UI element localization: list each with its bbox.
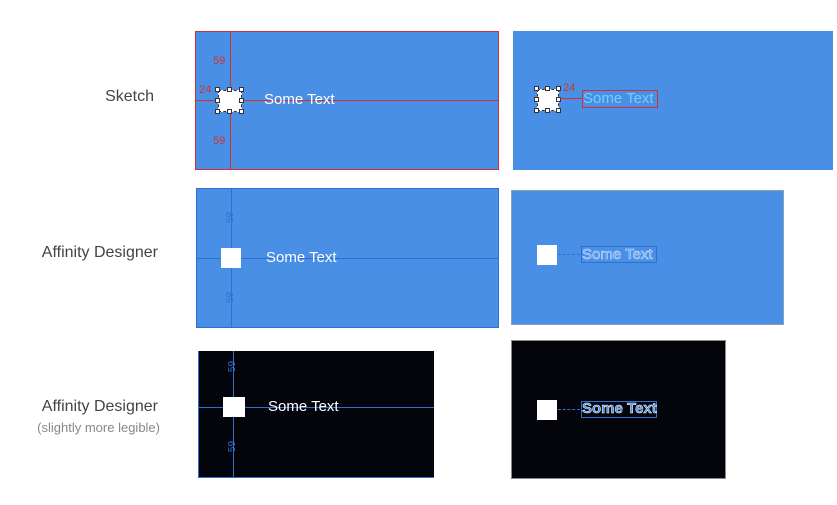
selection-handle-icon[interactable]	[215, 98, 220, 103]
selection-handle-icon[interactable]	[545, 108, 550, 113]
sketch-measure-left: 24	[199, 84, 212, 96]
sample-text[interactable]: Some Text	[266, 249, 337, 266]
affinity-dark-panel-horizontal[interactable]: Some Text	[511, 340, 726, 479]
sample-text[interactable]: Some Text	[582, 400, 657, 418]
selection-handle-icon[interactable]	[556, 108, 561, 113]
sketch-measure-bottom: 59	[213, 135, 226, 147]
affinity-text-box[interactable]	[581, 246, 657, 263]
affinity-square[interactable]	[221, 248, 241, 268]
affinity-square[interactable]	[223, 397, 245, 417]
affinity-square[interactable]	[537, 400, 557, 420]
affinity-guide-horizontal	[197, 258, 498, 259]
row-label-sketch: Sketch	[105, 88, 154, 105]
affinity-gap-line	[558, 409, 580, 411]
sample-text[interactable]: Some Text	[268, 398, 339, 415]
sketch-measure-gap: 24	[563, 82, 576, 94]
selection-handle-icon[interactable]	[215, 109, 220, 114]
selection-handle-icon[interactable]	[556, 97, 561, 102]
sample-text[interactable]: Some Text	[583, 90, 654, 107]
affinity-measure-bottom: 59	[227, 440, 239, 453]
selection-handle-icon[interactable]	[534, 86, 539, 91]
selection-handle-icon[interactable]	[556, 86, 561, 91]
sketch-panel-horizontal[interactable]: 24 Some Text	[513, 31, 833, 170]
sketch-panel-vertical[interactable]: 59 59 24 Some Text	[195, 31, 499, 170]
row-sublabel-affinity-legible: (slightly more legible)	[37, 420, 160, 435]
sample-text[interactable]: Some Text	[264, 91, 335, 108]
selection-handle-icon[interactable]	[534, 97, 539, 102]
selection-handle-icon[interactable]	[215, 87, 220, 92]
selection-handle-icon[interactable]	[227, 87, 232, 92]
sketch-gap-line	[560, 98, 582, 99]
selection-handle-icon[interactable]	[239, 98, 244, 103]
affinity-measure-bottom: 59	[225, 291, 237, 304]
sketch-measure-top: 59	[213, 55, 226, 67]
affinity-panel-horizontal[interactable]: Some Text	[511, 190, 784, 325]
affinity-panel-vertical[interactable]: 59 59 Some Text	[196, 188, 499, 328]
sketch-text-box[interactable]	[582, 90, 658, 108]
sample-text[interactable]: Some Text	[582, 246, 653, 264]
selection-handle-icon[interactable]	[534, 108, 539, 113]
row-label-affinity-legible: Affinity Designer	[41, 398, 158, 415]
affinity-text-box[interactable]	[581, 401, 657, 418]
selection-handle-icon[interactable]	[545, 86, 550, 91]
sketch-guide-horizontal	[196, 100, 498, 101]
selection-handle-icon[interactable]	[239, 87, 244, 92]
selection-handle-icon[interactable]	[227, 109, 232, 114]
affinity-dark-panel-vertical[interactable]: 59 59 Some Text	[198, 351, 434, 478]
row-label-affinity: Affinity Designer	[41, 244, 158, 261]
selection-handle-icon[interactable]	[239, 109, 244, 114]
affinity-measure-top: 59	[227, 360, 239, 373]
affinity-measure-top: 59	[225, 211, 237, 224]
affinity-gap-line	[558, 254, 580, 256]
affinity-guide-horizontal	[199, 407, 434, 408]
affinity-square[interactable]	[537, 245, 557, 265]
